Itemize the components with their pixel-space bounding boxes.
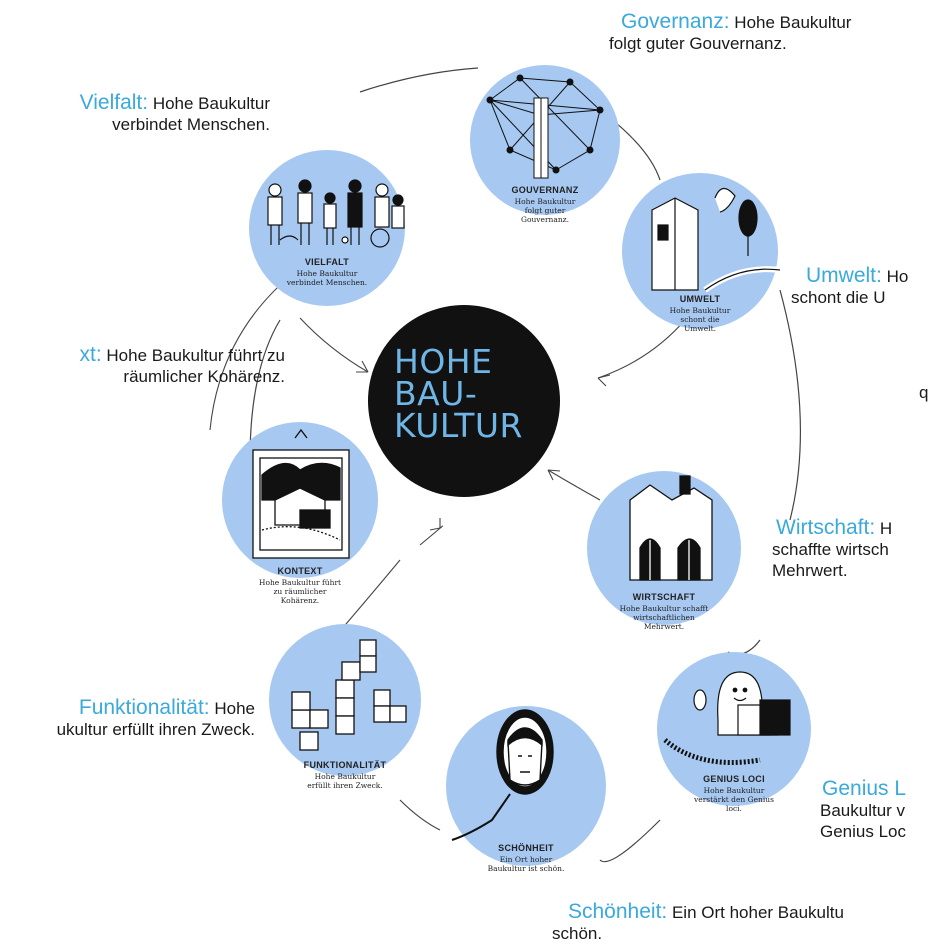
funktionalitaet-label-line-1: Hohe	[209, 699, 255, 718]
genius-caption-desc: Hohe Baukultur verstärkt den Genius loci…	[694, 786, 774, 813]
schoenheit-label-line-1: Ein Ort hoher Baukultu	[667, 903, 844, 922]
genius-caption-title: GENIUS LOCI	[703, 774, 765, 784]
people-group-icon	[267, 179, 405, 248]
funktionalitaet-label-title: Funktionalität:	[78, 696, 210, 719]
kontext-label-line-2: räumlicher Kohärenz.	[123, 367, 285, 386]
ghost-house-icon	[663, 671, 791, 765]
framed-landscape-icon	[252, 428, 350, 559]
funktionalitaet-caption-desc: Hohe Baukultur erfüllt ihren Zweck.	[307, 772, 383, 790]
center-line-3: KULTUR	[394, 406, 523, 445]
wirtschaft-label-line-3: Mehrwert.	[772, 561, 848, 580]
gouvernanz-label-line-2: folgt guter Gouvernanz.	[609, 34, 787, 53]
wirtschaft-caption: WIRTSCHAFT Hohe Baukultur schafft wirtsc…	[594, 592, 734, 631]
center-title: HOHE BAU- KULTUR	[394, 342, 524, 445]
wirtschaft-label-line-2: schaffte wirtsch	[772, 540, 889, 559]
gouvernanz-caption-desc: Hohe Baukultur folgt guter Gouvernanz.	[514, 197, 576, 224]
stacked-cubes-icon	[291, 639, 407, 751]
gouvernanz-caption: GOUVERNANZ Hohe Baukultur folgt guter Go…	[475, 185, 615, 224]
vielfalt-label-title: Vielfalt:	[79, 91, 149, 114]
schoenheit-label-title: Schönheit:	[568, 900, 668, 923]
genius-label-line-2: Genius Loc	[820, 822, 906, 841]
kontext-caption-desc: Hohe Baukultur führt zu räumlicher Kohär…	[258, 578, 342, 605]
umwelt-caption-title: UMWELT	[679, 294, 721, 304]
center-circle	[368, 305, 560, 497]
kontext-label-title: xt:	[79, 343, 102, 366]
umwelt-label: Umwelt: Ho schont die U	[791, 264, 909, 308]
factory-icon	[629, 475, 713, 581]
vielfalt-caption-desc: Hohe Baukultur verbindet Menschen.	[286, 269, 368, 287]
schoenheit-caption: SCHÖNHEIT Ein Ort hoher Baukultur ist sc…	[456, 843, 596, 873]
vielfalt-label-line-2: verbindet Menschen.	[112, 115, 270, 134]
vielfalt-label: Vielfalt: Hohe Baukultur verbindet Mensc…	[0, 92, 270, 135]
network-tower-icon	[486, 74, 604, 179]
kontext-label-line-1: Hohe Baukultur führt zu	[101, 346, 285, 365]
genius-label-line-1: Baukultur v	[820, 801, 906, 820]
center-line-1: HOHE	[394, 342, 493, 381]
wirtschaft-label-title: Wirtschaft:	[776, 516, 876, 539]
schoenheit-caption-title: SCHÖNHEIT	[498, 843, 554, 853]
wirtschaft-label: Wirtschaft: H schaffte wirtsch Mehrwert.	[772, 516, 893, 581]
stray-text: q	[919, 382, 928, 403]
kontext-caption-title: KONTEXT	[277, 566, 323, 576]
schoenheit-label: Schönheit: Ein Ort hoher Baukultu schön.	[552, 900, 844, 944]
kontext-caption: KONTEXT Hohe Baukultur führt zu räumlich…	[230, 566, 370, 605]
funktionalitaet-label-line-2: ukultur erfüllt ihren Zweck.	[56, 720, 255, 739]
schoenheit-label-line-2: schön.	[552, 924, 603, 943]
hand-mirror-icon	[451, 709, 554, 841]
funktionalitaet-caption: FUNKTIONALITÄT Hohe Baukultur erfüllt ih…	[275, 760, 415, 790]
schoenheit-caption-desc: Ein Ort hoher Baukultur ist schön.	[487, 855, 565, 873]
stray-text-value: q	[919, 383, 929, 402]
umwelt-caption-desc: Hohe Baukultur schont die Umwelt.	[669, 306, 731, 333]
gouvernanz-caption-title: GOUVERNANZ	[511, 185, 579, 195]
vielfalt-caption-title: VIELFALT	[304, 257, 350, 267]
umwelt-caption: UMWELT Hohe Baukultur schont die Umwelt.	[630, 294, 770, 333]
funktionalitaet-label: Funktionalität: Hohe ukultur erfüllt ihr…	[0, 697, 255, 740]
building-with-trees-icon	[651, 187, 781, 293]
wirtschaft-label-line-1: H	[875, 519, 893, 538]
funktionalitaet-caption-title: FUNKTIONALITÄT	[303, 760, 387, 770]
genius-label-title: Genius L	[822, 777, 907, 800]
gouvernanz-label: Governanz: Hohe Baukultur folgt guter Go…	[609, 10, 852, 54]
umwelt-label-line-1: Ho	[881, 267, 909, 286]
genius-label: Genius L Baukultur v Genius Loc	[820, 777, 907, 842]
gouvernanz-label-title: Governanz:	[621, 10, 730, 33]
vielfalt-label-line-1: Hohe Baukultur	[148, 94, 270, 113]
center-line-2: BAU-	[394, 374, 478, 413]
vielfalt-caption: VIELFALT Hohe Baukultur verbindet Mensch…	[257, 257, 397, 287]
gouvernanz-label-line-1: Hohe Baukultur	[729, 13, 852, 32]
umwelt-label-title: Umwelt:	[806, 264, 882, 287]
genius-caption: GENIUS LOCI Hohe Baukultur verstärkt den…	[664, 774, 804, 813]
wirtschaft-caption-desc: Hohe Baukultur schafft wirtschaftlichen …	[619, 604, 709, 631]
wirtschaft-caption-title: WIRTSCHAFT	[632, 592, 696, 602]
kontext-label: xt: Hohe Baukultur führt zu räumlicher K…	[0, 343, 286, 387]
umwelt-label-line-2: schont die U	[791, 288, 886, 307]
